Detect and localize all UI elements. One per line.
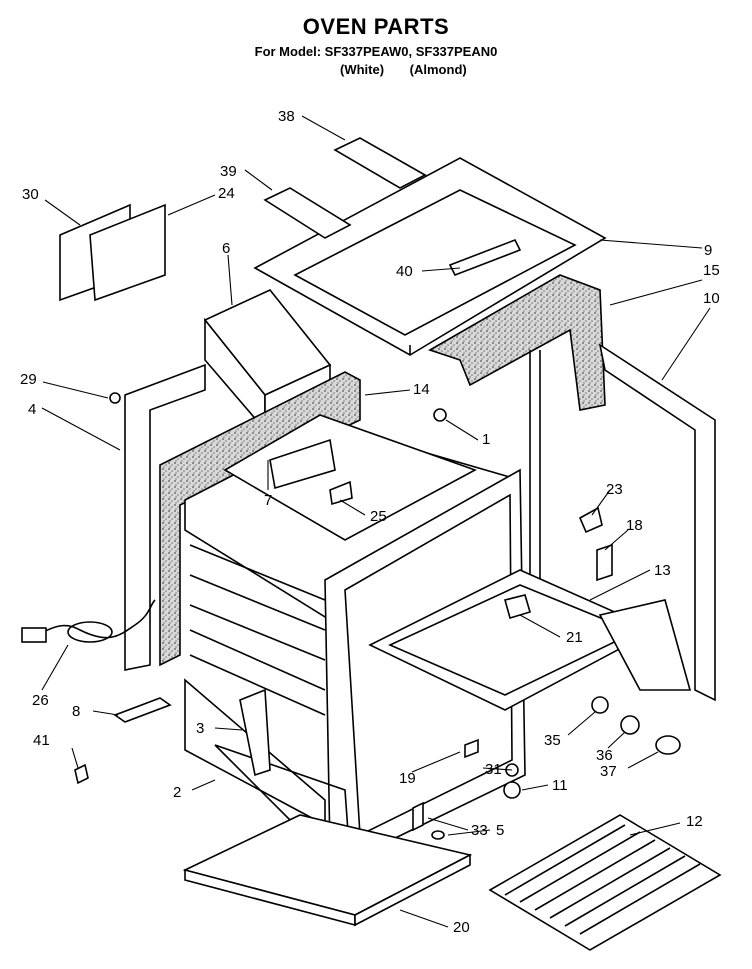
callout-2: 2 [173,784,181,801]
callout-40: 40 [396,263,413,280]
callout-18: 18 [626,517,643,534]
left-side-panel [124,363,206,671]
part-25 [329,480,353,506]
callout-3: 3 [196,720,204,737]
callout-6: 6 [222,240,230,257]
clip-41 [74,763,89,785]
callout-labels: 38 39 30 24 6 9 40 15 10 29 4 14 1 23 7 … [20,108,720,936]
top-support-panel [253,157,607,356]
bottom-panel-20 [182,814,473,916]
callout-10: 10 [703,290,720,307]
part-1 [433,408,447,422]
callout-9: 9 [704,242,712,259]
callout-12: 12 [686,813,703,830]
page-title: OVEN PARTS [302,14,450,39]
callout-31: 31 [485,761,502,778]
part-35 [591,696,609,714]
part-29 [109,392,121,404]
callout-38: 38 [278,108,295,125]
callout-41: 41 [33,732,50,749]
callout-23: 23 [606,481,623,498]
bracket-18 [596,543,613,582]
variant-white: (White) [340,62,385,77]
oven-rack-12 [488,814,722,951]
callout-35: 35 [544,732,561,749]
callout-7: 7 [264,492,272,509]
callout-25: 25 [370,508,387,525]
bracket-39 [263,187,352,239]
bracket-8 [113,697,172,723]
control-bracket-24 [89,203,166,302]
callout-5: 5 [496,822,504,839]
callout-19: 19 [399,770,416,787]
bracket-38 [333,137,427,189]
bracket-19 [464,738,479,759]
callout-37: 37 [600,763,617,780]
callout-20: 20 [453,919,470,936]
part-11 [503,781,521,799]
element-3 [239,688,271,777]
part-7 [269,438,336,490]
part-23 [578,506,603,534]
callout-4: 4 [28,401,36,418]
callout-14: 14 [413,381,430,398]
bracket-33 [412,801,424,832]
callout-36: 36 [596,747,613,764]
part-36 [620,715,640,735]
part-21 [504,594,531,620]
callout-8: 8 [72,703,80,720]
callout-39: 39 [220,163,237,180]
variant-almond: (Almond) [409,62,467,77]
callout-30: 30 [22,186,39,203]
callout-33: 33 [471,822,488,839]
power-cord-26 [29,599,156,641]
right-side-panel [598,343,716,702]
callout-13: 13 [654,562,671,579]
callout-24: 24 [218,185,235,202]
callout-29: 29 [20,371,37,388]
callout-15: 15 [703,262,720,279]
callout-21: 21 [566,629,583,646]
bulb-37 [655,735,681,755]
screw-5 [431,830,445,840]
callout-26: 26 [32,692,49,709]
color-variants: (White) (Almond) [340,62,489,77]
callout-11: 11 [552,777,568,794]
callout-1: 1 [482,431,490,448]
part-40 [448,238,522,277]
model-line: For Model: SF337PEAW0, SF337PEAN0 [254,44,498,59]
insulation-15 [428,274,606,411]
